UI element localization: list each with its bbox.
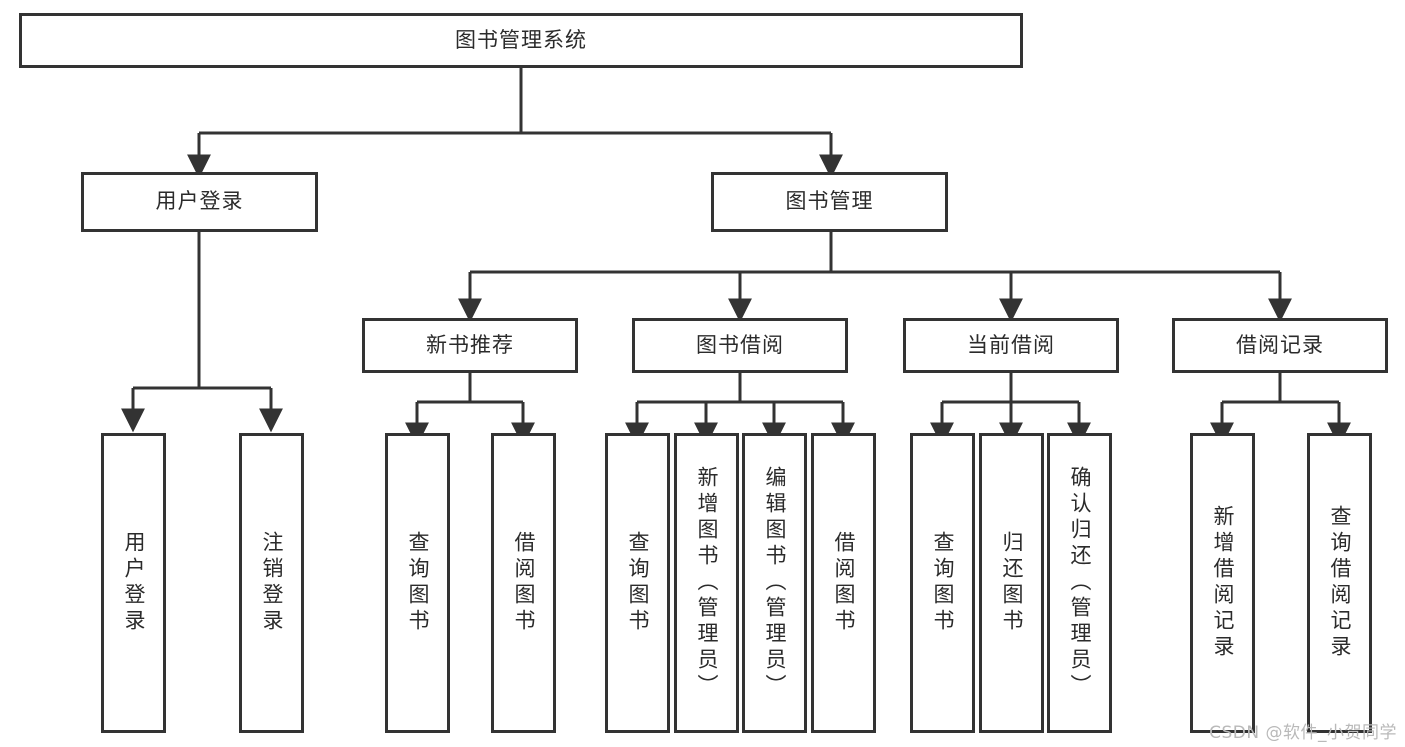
node-label: 注销登录 (260, 531, 284, 635)
leaf-book-borrow-add-book-admin[interactable]: 新增图书（管理员） (674, 433, 739, 733)
leaf-borrow-record-query-record[interactable]: 查询借阅记录 (1307, 433, 1372, 733)
node-label: 用户登录 (122, 531, 146, 635)
csdn-watermark: CSDN @软件_小贺同学 (1209, 723, 1397, 743)
leaf-book-borrow-edit-book-admin[interactable]: 编辑图书（管理员） (742, 433, 807, 733)
node-label: 查询图书 (626, 531, 650, 635)
node-user-login[interactable]: 用户登录 (81, 172, 318, 232)
node-label: 用户登录 (155, 189, 244, 214)
node-current-borrow[interactable]: 当前借阅 (903, 318, 1119, 373)
node-label: 新增借阅记录 (1211, 505, 1235, 661)
leaf-current-borrow-return-book[interactable]: 归还图书 (979, 433, 1044, 733)
node-borrow-record[interactable]: 借阅记录 (1172, 318, 1388, 373)
node-label: 归还图书 (1000, 531, 1024, 635)
node-label: 查询图书 (931, 531, 955, 635)
node-root-book-management-system[interactable]: 图书管理系统 (19, 13, 1023, 68)
node-label: 新增图书（管理员） (695, 466, 719, 700)
leaf-current-borrow-confirm-return-admin[interactable]: 确认归还（管理员） (1047, 433, 1112, 733)
node-label: 图书管理 (785, 189, 874, 214)
leaf-book-borrow-query-book[interactable]: 查询图书 (605, 433, 670, 733)
node-book-borrow[interactable]: 图书借阅 (632, 318, 848, 373)
node-label: 借阅记录 (1236, 332, 1324, 357)
node-label: 查询借阅记录 (1328, 505, 1352, 661)
node-label: 图书管理系统 (455, 27, 587, 52)
node-book-management[interactable]: 图书管理 (711, 172, 948, 232)
leaf-current-borrow-query-book[interactable]: 查询图书 (910, 433, 975, 733)
node-label: 新书推荐 (426, 332, 514, 357)
leaf-new-book-query-book[interactable]: 查询图书 (385, 433, 450, 733)
node-label: 图书借阅 (696, 332, 784, 357)
leaf-user-login-login[interactable]: 用户登录 (101, 433, 166, 733)
leaf-borrow-record-add-record[interactable]: 新增借阅记录 (1190, 433, 1255, 733)
node-label: 当前借阅 (967, 332, 1055, 357)
node-new-book-recommend[interactable]: 新书推荐 (362, 318, 578, 373)
node-label: 借阅图书 (512, 531, 536, 635)
leaf-user-login-logout[interactable]: 注销登录 (239, 433, 304, 733)
node-label: 确认归还（管理员） (1068, 466, 1092, 700)
node-label: 借阅图书 (832, 531, 856, 635)
leaf-new-book-borrow-book[interactable]: 借阅图书 (491, 433, 556, 733)
node-label: 查询图书 (406, 531, 430, 635)
node-label: 编辑图书（管理员） (763, 466, 787, 700)
leaf-book-borrow-borrow-book[interactable]: 借阅图书 (811, 433, 876, 733)
